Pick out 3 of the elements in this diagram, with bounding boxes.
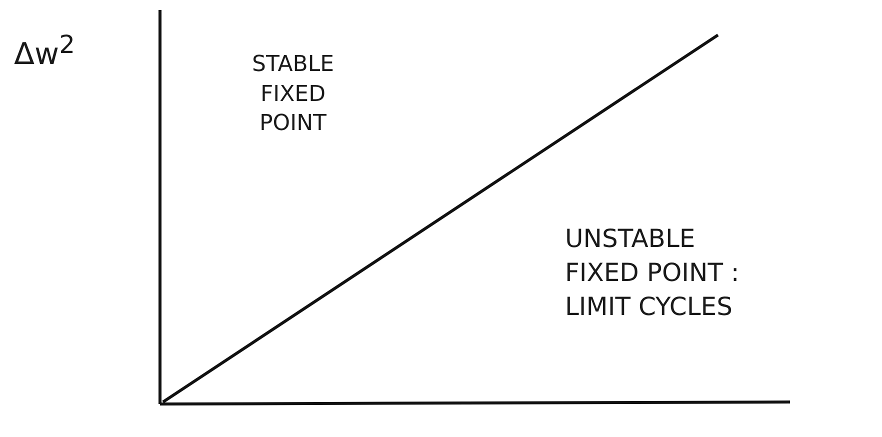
axis-label: Δw$^{2}$ bbox=[14, 29, 76, 74]
region-label: UNSTABLE FIXED POINT : LIMIT CYCLES bbox=[565, 223, 740, 322]
region-label: STABLE FIXED POINT bbox=[251, 51, 335, 138]
